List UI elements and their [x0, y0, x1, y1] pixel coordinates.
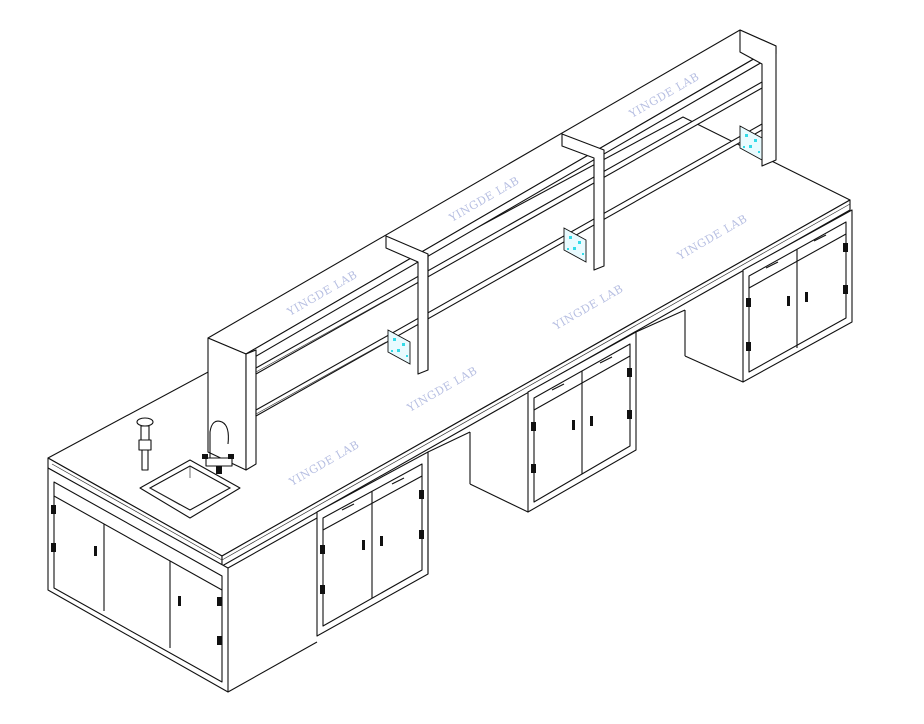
- hinge-icon: [320, 585, 325, 594]
- handle-icon: [341, 503, 355, 511]
- handle-icon: [787, 296, 790, 306]
- handle-icon: [551, 383, 565, 391]
- hinge-icon: [531, 464, 536, 473]
- handle-icon: [391, 477, 405, 485]
- hinges: [51, 243, 848, 645]
- handle-icon: [590, 416, 593, 426]
- middle-right-cabinet: [469, 309, 686, 513]
- eyewash-icon: [136, 417, 154, 471]
- door-handles: [94, 292, 808, 606]
- hinge-icon: [746, 342, 751, 351]
- handle-icon: [572, 420, 575, 430]
- drawer-handles: [341, 234, 827, 511]
- handle-icon: [805, 292, 808, 302]
- handle-icon: [813, 234, 827, 242]
- faucet-icon: [202, 420, 234, 474]
- power-sockets: [387, 125, 763, 365]
- handle-icon: [178, 596, 181, 606]
- hinge-icon: [627, 368, 632, 377]
- middle-left-cabinet: [316, 431, 471, 637]
- handle-icon: [94, 546, 97, 556]
- sink: [139, 459, 241, 519]
- right-cabinet: [684, 209, 853, 383]
- handle-icon: [380, 536, 383, 546]
- hinge-icon: [217, 597, 222, 606]
- hinge-icon: [746, 298, 751, 307]
- sink-cabinet: [47, 467, 318, 693]
- hinge-icon: [843, 243, 848, 252]
- hinge-icon: [419, 490, 424, 499]
- hinge-icon: [320, 545, 325, 554]
- hinge-icon: [843, 285, 848, 294]
- hinge-icon: [51, 505, 56, 514]
- hinge-icon: [531, 422, 536, 431]
- hinge-icon: [51, 543, 56, 552]
- socket-icon: [387, 329, 411, 365]
- socket-icon: [739, 125, 763, 161]
- handle-icon: [362, 540, 365, 550]
- handle-icon: [765, 261, 779, 269]
- hinge-icon: [419, 530, 424, 539]
- reagent-shelf: [207, 29, 777, 471]
- socket-icon: [563, 227, 587, 263]
- hinge-icon: [217, 636, 222, 645]
- handle-icon: [599, 356, 613, 364]
- hinge-icon: [627, 410, 632, 419]
